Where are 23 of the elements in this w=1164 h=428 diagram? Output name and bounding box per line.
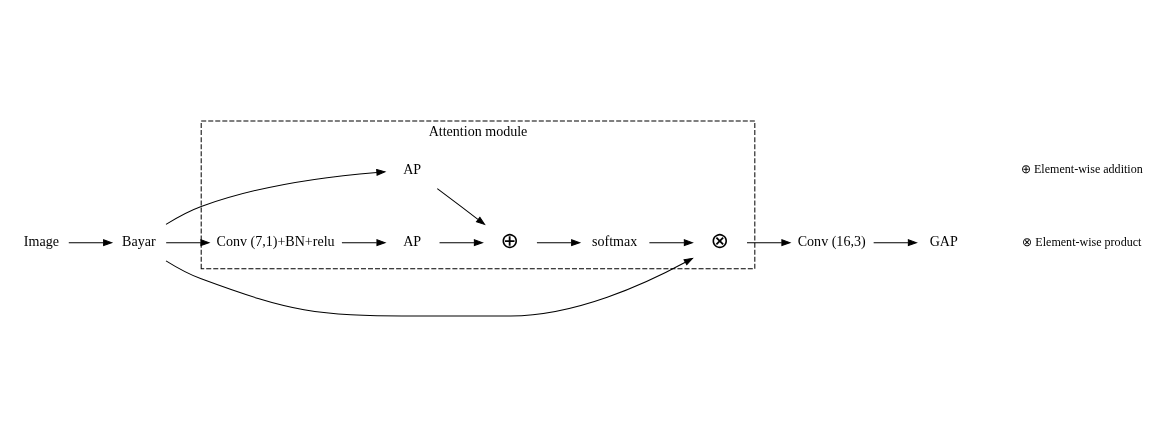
arrow: [746, 238, 791, 246]
node-text: Bayar: [122, 232, 156, 249]
node-text: GAP: [929, 232, 958, 249]
legend-label: ⊕ Element-wise addition: [1020, 161, 1143, 176]
node-text: Image: [23, 232, 59, 249]
arrow: [439, 238, 483, 246]
arrow: [165, 257, 693, 316]
node-text: ⊗: [710, 226, 729, 253]
node-text: ⊕: [500, 226, 519, 253]
arrow: [341, 238, 386, 246]
node-text: softmax: [592, 232, 638, 249]
node-text: Conv (16,3): [797, 232, 866, 249]
node-text: AP: [403, 232, 422, 249]
arrow: [165, 168, 386, 225]
node-text: Conv (7,1)+BN+relu: [216, 232, 335, 249]
arrow: [165, 238, 210, 246]
arrow: [68, 238, 113, 246]
node-text: AP: [403, 160, 422, 177]
arrow: [648, 238, 693, 246]
legend-label: ⊗ Element-wise product: [1022, 234, 1142, 249]
arrow: [536, 238, 581, 246]
arrow: [873, 238, 917, 246]
arrow: [436, 187, 486, 225]
